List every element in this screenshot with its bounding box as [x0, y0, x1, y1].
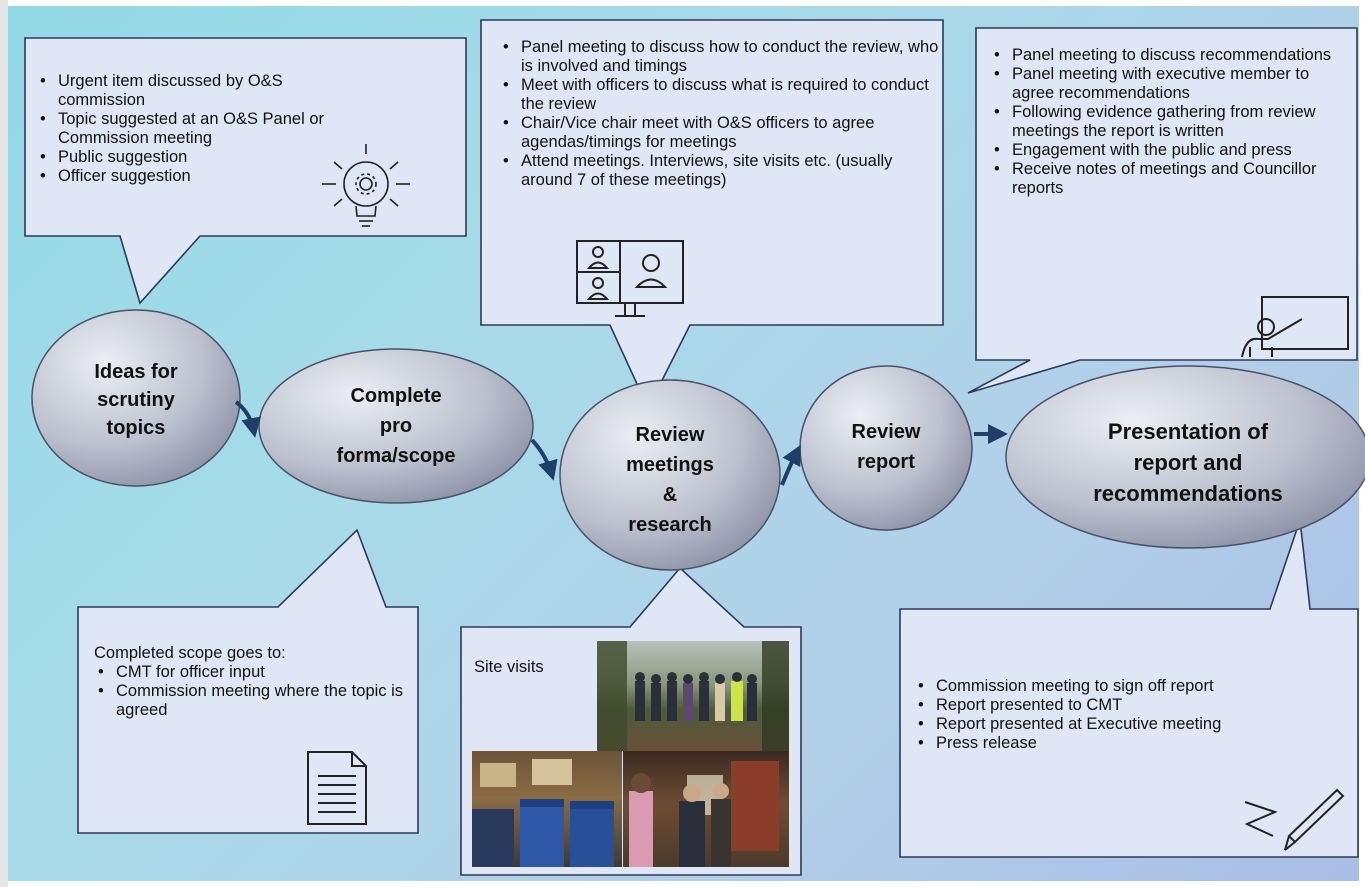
oval-presentation-label: Presentation of report and recommendatio… — [1093, 418, 1283, 506]
list-item: Report presented at Executive meeting — [914, 715, 1354, 734]
list-item: Report presented to CMT — [914, 696, 1354, 715]
list-item: Panel meeting to discuss how to conduct … — [499, 38, 944, 76]
report-list: Panel meeting to discuss recommendations… — [990, 46, 1335, 198]
ideas-list: Urgent item discussed by O&S commission … — [36, 72, 336, 186]
list-item: Panel meeting with executive member to a… — [990, 65, 1335, 103]
document-icon — [307, 751, 367, 825]
video-call-icon — [576, 240, 684, 317]
list-item: Commission meeting to sign off report — [914, 677, 1354, 696]
site-visit-photo-bins — [472, 751, 622, 867]
list-item: Press release — [914, 734, 1354, 753]
list-item: Public suggestion — [36, 148, 336, 167]
arrow-complete-to-meetings — [530, 438, 558, 481]
list-item: Attend meetings. Interviews, site visits… — [499, 152, 944, 190]
list-item: Commission meeting where the topic is ag… — [94, 682, 412, 720]
scope-list: CMT for officer input Commission meeting… — [94, 663, 412, 720]
presenter-board-icon — [1241, 296, 1349, 358]
scope-callout: Completed scope goes to: CMT for officer… — [94, 644, 412, 720]
oval-complete-label: Complete pro forma/scope — [336, 385, 456, 467]
oval-meetings-shape — [559, 379, 781, 571]
site-visits-caption: Site visits — [474, 658, 544, 676]
list-item: Receive notes of meetings and Councillor… — [990, 160, 1335, 198]
bins-shapes — [472, 759, 614, 867]
left-edge-strip — [0, 0, 8, 887]
arrow-ideas-to-complete — [234, 400, 262, 438]
list-item: Topic suggested at an O&S Panel or Commi… — [36, 110, 336, 148]
list-item: Chair/Vice chair meet with O&S officers … — [499, 114, 944, 152]
list-item: Following evidence gathering from review… — [990, 103, 1335, 141]
review-callout: Panel meeting to discuss how to conduct … — [499, 38, 944, 190]
oval-ideas-label: Ideas for scrutiny topics — [94, 361, 178, 439]
list-item: Meet with officers to discuss what is re… — [499, 76, 944, 114]
arrow-meetings-to-report — [780, 444, 801, 486]
site-visit-photo-group — [597, 641, 789, 751]
review-list: Panel meeting to discuss how to conduct … — [499, 38, 944, 190]
lightbulb-gear-icon — [322, 144, 410, 227]
list-item: Officer suggestion — [36, 167, 336, 186]
shed-figures — [629, 761, 779, 867]
oval-report-label: Review report — [851, 421, 921, 473]
presentation-callout: Commission meeting to sign off report Re… — [914, 677, 1354, 753]
oval-presentation-shape — [1005, 365, 1365, 549]
list-item: Engagement with the public and press — [990, 141, 1335, 160]
oval-ideas-shape — [31, 309, 241, 487]
list-item: CMT for officer input — [94, 663, 412, 682]
scope-intro: Completed scope goes to: — [94, 644, 286, 662]
report-callout: Panel meeting to discuss recommendations… — [990, 46, 1335, 198]
site-visit-photo-shed — [623, 751, 789, 867]
pen-signature-icon — [1244, 788, 1345, 851]
group-figures — [597, 641, 789, 751]
presentation-list: Commission meeting to sign off report Re… — [914, 677, 1354, 753]
oval-meetings-label: Review meetings & research — [626, 424, 714, 536]
list-item: Urgent item discussed by O&S commission — [36, 72, 336, 110]
ideas-callout: Urgent item discussed by O&S commission … — [36, 72, 336, 186]
list-item: Panel meeting to discuss recommendations — [990, 46, 1335, 65]
